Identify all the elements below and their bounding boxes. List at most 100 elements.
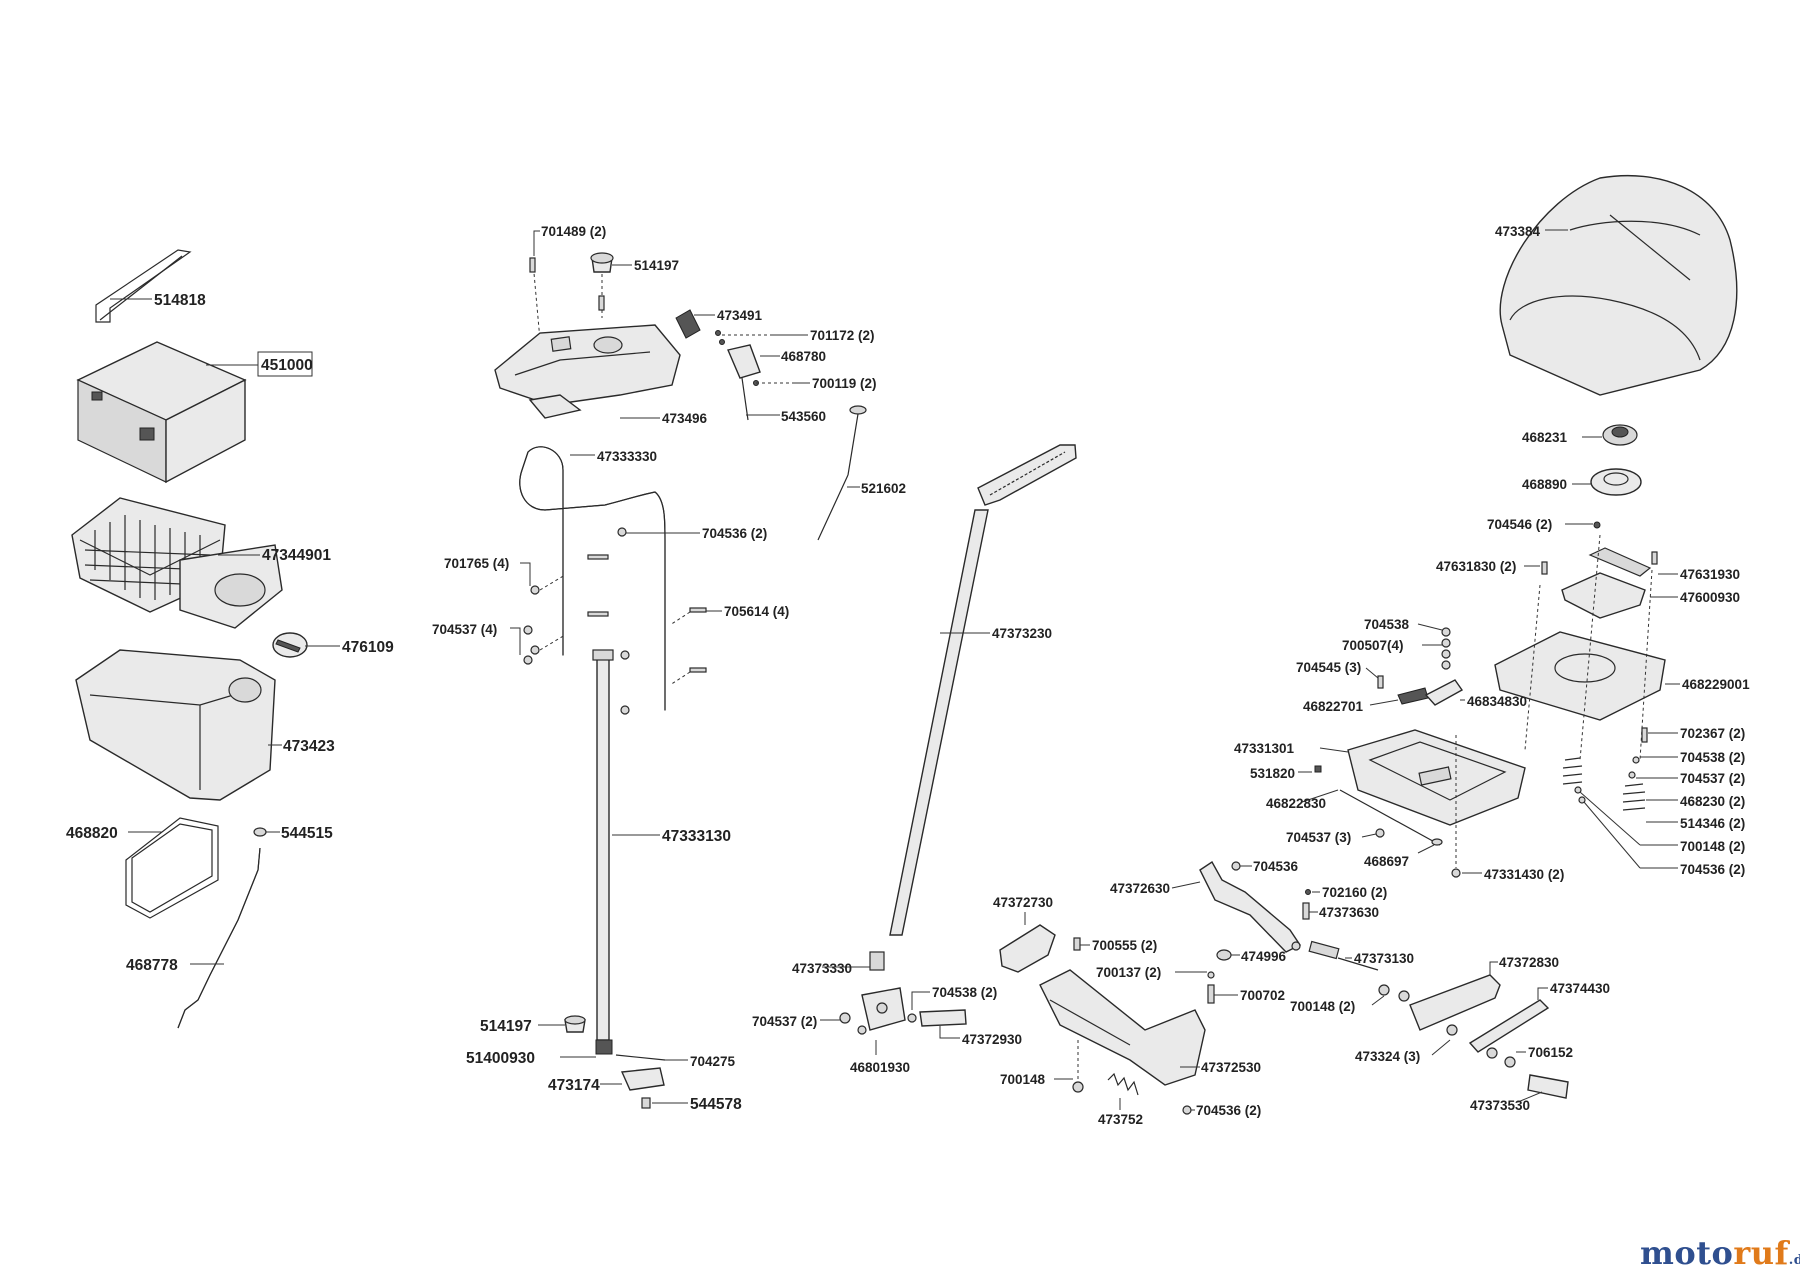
label-476109: 476109 [342,639,394,656]
brand-suffix: .de [1788,1253,1800,1268]
label-451000: 451000 [261,357,313,374]
clip-544515 [253,827,267,837]
brand-accent: ruf [1733,1234,1789,1272]
battery-strap-514818 [95,249,192,323]
label-531820: 531820 [1250,766,1295,781]
hose-468778 [177,847,261,1029]
bracket-46834830 [1424,679,1464,706]
lever-tube-47373230 [889,509,989,936]
label-704536b: 704536 (2) [1196,1103,1261,1118]
label-702367: 702367 (2) [1680,726,1745,741]
label-706152: 706152 [1528,1045,1573,1060]
knob-468231 [1602,424,1638,446]
label-701172: 701172 (2) [810,328,875,343]
dipstick-521602 [817,405,867,541]
gear-51400930 [595,1039,613,1055]
clevis-46801930 [861,987,906,1031]
dash-plate-473496 [494,324,681,419]
bracket-47372730 [999,924,1056,973]
spring-left [1562,757,1583,785]
label-47372530: 47372530 [1201,1060,1261,1075]
tube-47333330 [519,446,666,711]
label-468890: 468890 [1522,477,1567,492]
label-701765: 701765 (4) [444,556,509,571]
pin-47372930 [919,1009,967,1027]
label-473324: 473324 (3) [1355,1049,1420,1064]
label-704537b: 704537 (2) [752,1014,817,1029]
label-521602: 521602 [861,481,906,496]
bracket-473174 [620,1067,665,1091]
label-47373330: 47373330 [792,961,852,976]
label-47373230: 47373230 [992,626,1052,641]
label-47372930: 47372930 [962,1032,1022,1047]
label-704538c: 704538 (2) [1680,750,1745,765]
label-47333330: 47333330 [597,449,657,464]
label-704538a: 704538 (2) [932,985,997,1000]
label-46822830: 46822830 [1266,796,1326,811]
label-46822701: 46822701 [1303,699,1364,714]
frame-47331301 [1347,729,1526,826]
label-514818: 514818 [154,292,206,309]
label-47373630: 47373630 [1319,905,1379,920]
label-700555: 700555 (2) [1092,938,1157,953]
label-704536d: 704536 (2) [1680,862,1745,877]
steering-column-47333130 [592,649,614,1041]
label-47631830: 47631830 (2) [1436,559,1516,574]
label-704537a: 704537 (4) [432,622,497,637]
label-705614: 705614 (4) [724,604,789,619]
label-47373530: 47373530 [1470,1098,1530,1113]
seat-plate-468229001 [1494,631,1666,721]
label-46801930: 46801930 [850,1060,910,1075]
cup-468890 [1590,468,1642,496]
label-700148a: 700148 [1000,1072,1046,1087]
label-701489: 701489 (2) [541,224,606,239]
label-704545: 704545 (3) [1296,660,1361,675]
plate-47374430 [1468,999,1550,1053]
label-704546: 704546 (2) [1487,517,1552,532]
plate-47372830 [1409,974,1501,1031]
label-47372730: 47372730 [993,895,1053,910]
brand-logo: motoruf.de [1640,1234,1800,1272]
label-543560: 543560 [781,409,826,424]
handle-grip [977,444,1077,506]
label-700148b: 700148 (2) [1290,999,1355,1014]
fuel-cap-476109 [272,632,308,658]
clip-544578 [641,1097,651,1109]
label-544578: 544578 [690,1096,742,1113]
label-514197a: 514197 [634,258,679,273]
bracket-468780 [727,344,761,421]
label-47372630: 47372630 [1110,881,1170,896]
label-704536c: 704536 [1253,859,1299,874]
label-468780: 468780 [781,349,826,364]
label-474996: 474996 [1241,949,1287,964]
seat-473384 [1499,174,1738,396]
label-704537c: 704537 (3) [1286,830,1351,845]
spring-right [1622,783,1646,811]
label-704537d: 704537 (2) [1680,771,1745,786]
label-468229001: 468229001 [1682,677,1750,692]
label-704538b: 704538 [1364,617,1410,632]
label-47631930: 47631930 [1680,567,1740,582]
label-47331430: 47331430 (2) [1484,867,1564,882]
label-700148c: 700148 (2) [1680,839,1745,854]
label-473423: 473423 [283,738,335,755]
plate-47372530 [1039,969,1206,1086]
label-473496: 473496 [662,411,708,426]
bushing-514197-bottom [564,1015,586,1033]
label-468230: 468230 (2) [1680,794,1745,809]
label-514197b: 514197 [480,1018,532,1035]
label-704536a: 704536 (2) [702,526,767,541]
knob-473491 [675,309,701,339]
label-46834830: 46834830 [1467,694,1527,709]
bracket-46822701 [1397,687,1429,705]
label-473752: 473752 [1098,1112,1143,1127]
bushing-514197-top [590,252,614,273]
label-702160: 702160 (2) [1322,885,1387,900]
label-47372830: 47372830 [1499,955,1559,970]
label-47333130: 47333130 [662,828,731,845]
label-473174: 473174 [548,1077,600,1094]
label-700119: 700119 (2) [812,376,877,391]
label-47374430: 47374430 [1550,981,1610,996]
label-468778: 468778 [126,957,178,974]
